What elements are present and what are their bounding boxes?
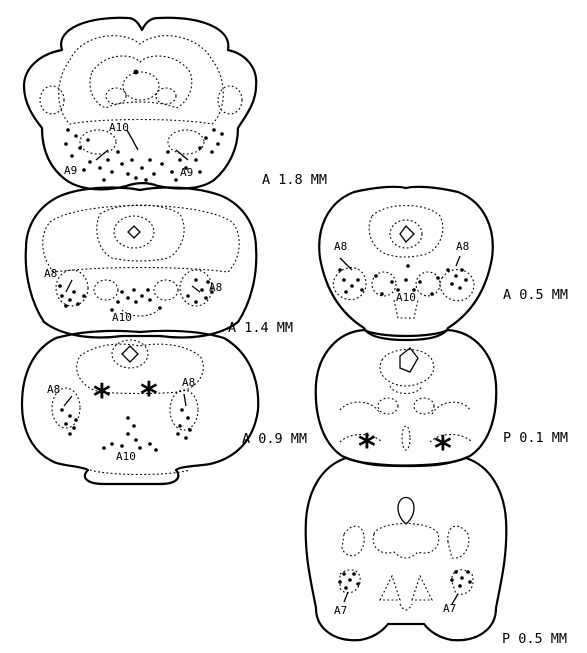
section-a-1-8: A10 A9 A9 <box>24 18 256 190</box>
level-label-a-1-8: A 1.8 MM <box>262 172 327 188</box>
a9-a10-cell-dots <box>64 128 224 182</box>
region-label: A10 <box>396 291 416 304</box>
region-label: A8 <box>47 383 60 396</box>
section-a-0-9: * * A8 A8 A10 <box>22 331 258 484</box>
section-outline <box>26 188 257 338</box>
section-a-1-4: A8 A8 A10 <box>26 188 257 338</box>
region-label: A8 <box>44 267 57 280</box>
lesion-asterisk: * <box>358 427 376 467</box>
region-label: A8 <box>456 240 469 253</box>
region-label: A7 <box>443 602 456 615</box>
region-label: A7 <box>334 604 347 617</box>
region-label: A8 <box>209 281 222 294</box>
region-label: A10 <box>112 311 132 324</box>
region-label: A9 <box>180 166 193 179</box>
region-label: A9 <box>64 164 77 177</box>
level-label-p-0-1: P 0.1 MM <box>503 430 568 446</box>
lesion-asterisk: * <box>93 377 111 417</box>
region-label: A10 <box>116 450 136 463</box>
section-p-0-1: * * <box>316 330 497 469</box>
lesion-asterisk: * <box>140 375 158 415</box>
level-label-a-1-4: A 1.4 MM <box>228 320 293 336</box>
region-label: A8 <box>182 376 195 389</box>
a8-a10-cell-dots <box>58 278 214 312</box>
section-a-0-5: A8 A8 A10 <box>319 187 493 340</box>
level-label-a-0-5: A 0.5 MM <box>503 287 568 303</box>
region-label: A10 <box>109 121 129 134</box>
section-p-0-5: A7 A7 <box>306 458 507 640</box>
a8-a10-cell-dots <box>60 408 192 452</box>
level-label-a-0-9: A 0.9 MM <box>242 431 307 447</box>
level-label-p-0-5: P 0.5 MM <box>502 631 567 647</box>
region-label: A8 <box>334 240 347 253</box>
